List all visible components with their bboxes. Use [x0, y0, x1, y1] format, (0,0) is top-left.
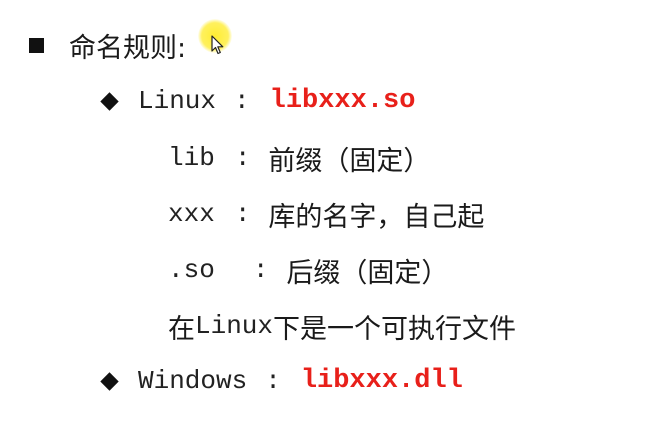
square-bullet-icon [29, 37, 44, 53]
diamond-bullet-icon [100, 91, 119, 111]
detail-description: 前缀（固定） [268, 145, 431, 177]
detail-term: .so [168, 255, 215, 285]
linux-row: Linux : libxxx.so [100, 84, 416, 118]
detail-separator: : [252, 255, 269, 285]
note-suffix: 下是一个可执行文件 [273, 313, 517, 345]
detail-description: 库的名字，自己起 [268, 201, 485, 233]
diamond-bullet-icon [100, 371, 119, 391]
detail-row-so: .so : 后缀（固定） [168, 253, 449, 289]
linux-label: Linux [138, 86, 217, 116]
detail-separator: : [234, 143, 251, 173]
windows-library-name: libxxx.dll [300, 366, 463, 396]
linux-library-name: libxxx.so [269, 86, 416, 116]
windows-separator: : [265, 366, 281, 396]
detail-separator: : [234, 199, 251, 229]
windows-label: Windows [138, 366, 248, 396]
linux-separator: : [234, 86, 250, 116]
heading-row: 命名规则: [29, 28, 187, 64]
note-os-name: Linux [195, 311, 274, 341]
detail-term: lib [168, 143, 215, 173]
heading-text: 命名规则: [69, 32, 187, 64]
note-prefix: 在 [168, 313, 195, 345]
mouse-pointer-icon [211, 35, 224, 55]
linux-note: 在 Linux 下是一个可执行文件 [168, 309, 517, 345]
detail-term: xxx [168, 199, 215, 229]
detail-row-xxx: xxx : 库的名字，自己起 [168, 197, 485, 233]
detail-row-lib: lib : 前缀（固定） [168, 141, 431, 177]
detail-description: 后缀（固定） [286, 257, 449, 289]
windows-row: Windows : libxxx.dll [100, 364, 463, 398]
